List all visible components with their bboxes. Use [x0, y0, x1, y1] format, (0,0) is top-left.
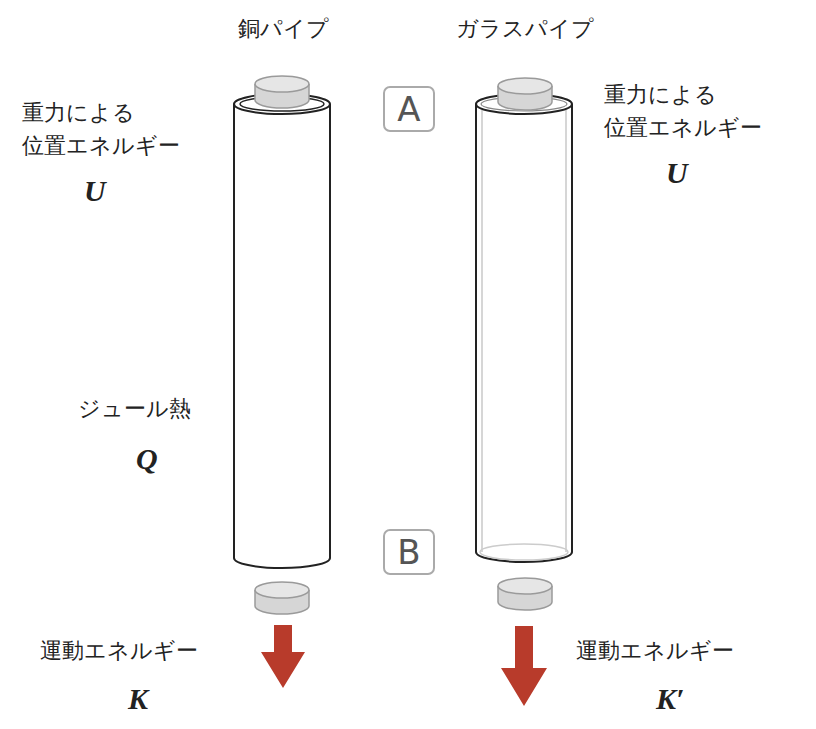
energy-label: 重力による 位置エネルギー: [604, 78, 794, 144]
magnet: [255, 76, 309, 108]
point-marker-box: B: [383, 529, 435, 575]
point-marker-box: A: [383, 86, 435, 132]
energy-label: 運動エネルギー: [576, 634, 734, 667]
energy-symbol: K: [128, 684, 148, 714]
energy-symbol: K′: [656, 684, 684, 714]
magnet: [255, 582, 309, 614]
point-letter: B: [397, 535, 420, 569]
energy-symbol: U: [666, 158, 688, 188]
motion-arrow: [261, 625, 305, 688]
pipe-name: 銅パイプ: [238, 12, 329, 45]
pipe-name: ガラスパイプ: [456, 12, 594, 45]
motion-arrow: [501, 626, 547, 706]
glass-pipe: [476, 94, 572, 562]
magnet: [498, 578, 552, 610]
point-letter: A: [397, 92, 420, 126]
magnet: [498, 78, 552, 110]
energy-label: 運動エネルギー: [40, 634, 198, 667]
energy-symbol: Q: [136, 444, 158, 474]
energy-symbol: U: [84, 176, 106, 206]
energy-label: 重力による 位置エネルギー: [22, 96, 202, 162]
energy-label: ジュール熱: [78, 392, 191, 425]
copper-pipe: [234, 94, 330, 568]
